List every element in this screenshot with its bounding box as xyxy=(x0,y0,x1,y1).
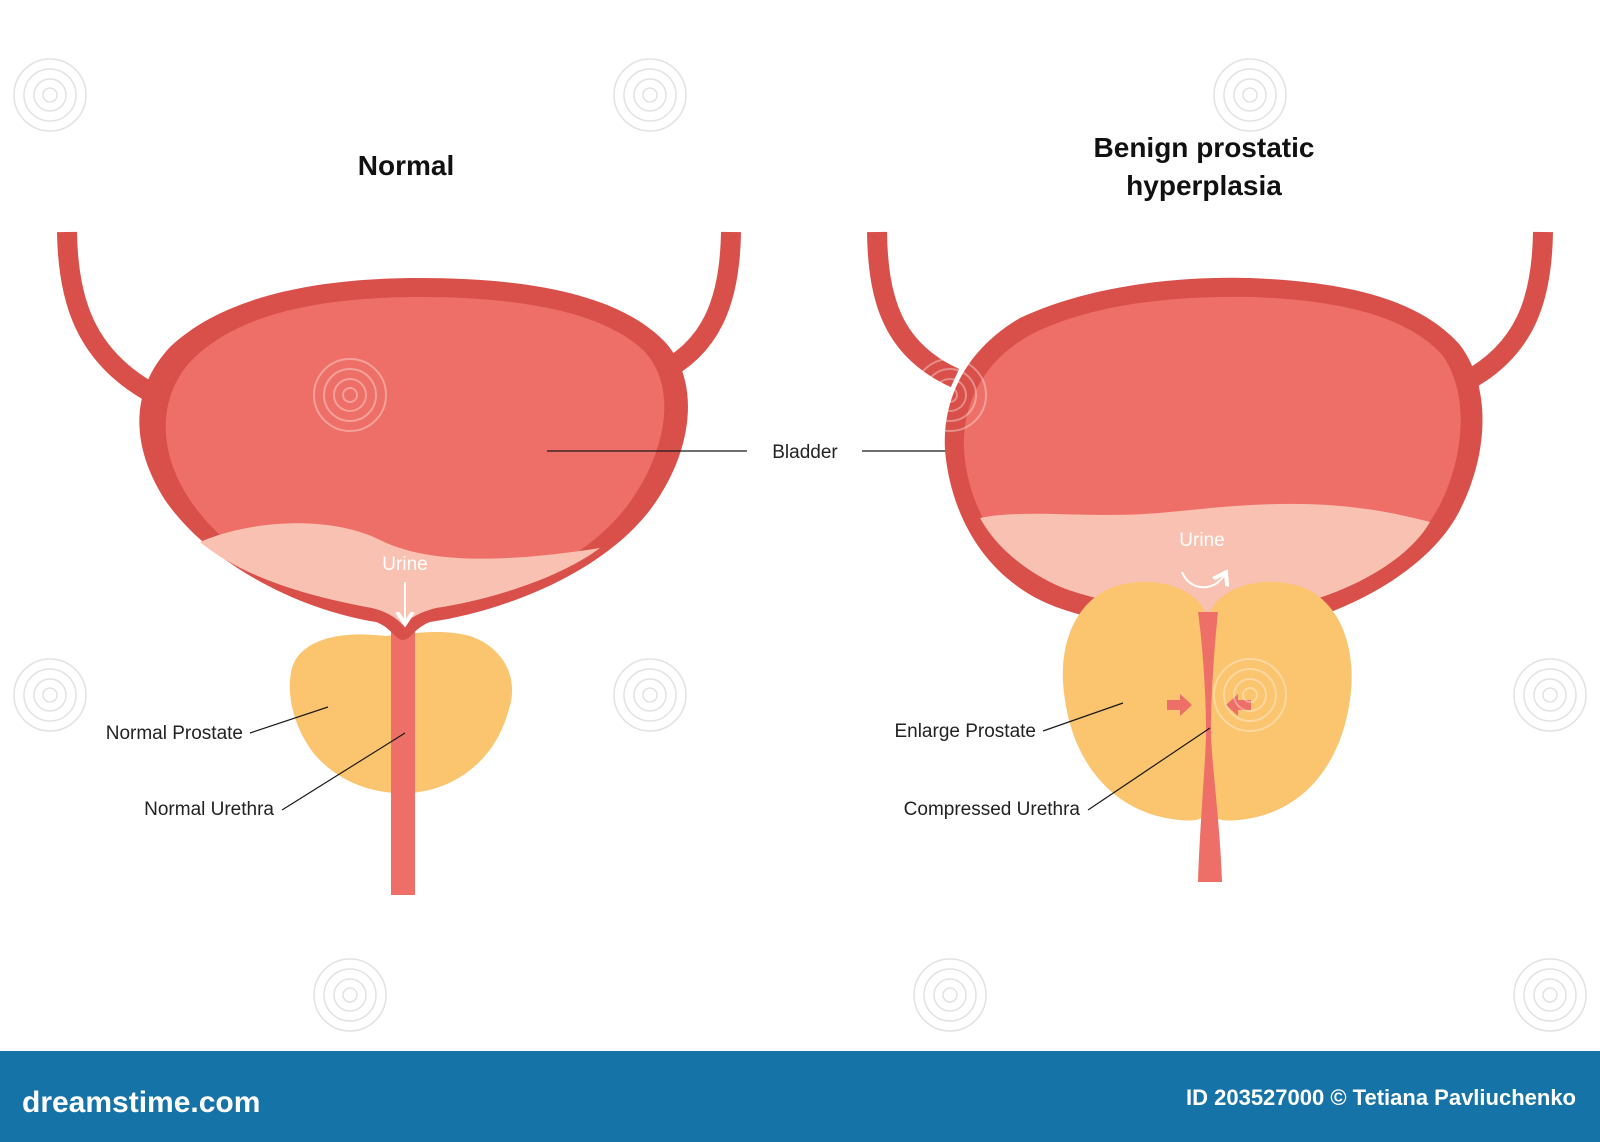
bph-compression-arrow-right xyxy=(1167,694,1192,716)
normal-urethra xyxy=(391,620,415,795)
bladder-label: Bladder xyxy=(772,442,838,463)
footer-background xyxy=(0,1051,1600,1142)
normal-panel: Normal Urine Normal Prostate Normal Uret… xyxy=(57,150,741,895)
watermark-spiral-icon xyxy=(913,358,987,432)
bph-urethra-label: Compressed Urethra xyxy=(904,799,1081,820)
bph-urethra-leader xyxy=(1087,727,1211,811)
watermark-spiral-icon xyxy=(13,58,87,132)
watermark-spiral-icon xyxy=(913,958,987,1032)
bph-title-line1: Benign prostatic xyxy=(1094,132,1315,163)
bph-prostate-leader xyxy=(1042,702,1124,732)
watermark-spiral-icon xyxy=(1213,658,1287,732)
normal-urine-label: Urine xyxy=(382,554,427,575)
bph-prostate-left-lobe xyxy=(1062,581,1208,821)
bph-title-line2: hyperplasia xyxy=(1126,170,1282,201)
watermark-spiral-icon xyxy=(613,658,687,732)
normal-prostate-label: Normal Prostate xyxy=(106,723,243,744)
watermark-spiral-icon xyxy=(313,358,387,432)
watermark-spiral-icon xyxy=(1513,958,1587,1032)
normal-urine xyxy=(200,523,600,625)
bph-left-ureter xyxy=(867,231,960,388)
normal-urethra-label: Normal Urethra xyxy=(144,799,274,820)
bph-urethra xyxy=(1198,612,1222,882)
watermark-spiral-icon xyxy=(13,658,87,732)
bph-right-ureter xyxy=(1460,231,1553,391)
bph-urine xyxy=(980,503,1430,612)
watermark-spiral-icon xyxy=(1513,658,1587,732)
watermark-spiral-icon xyxy=(313,958,387,1032)
watermark-spiral-icon xyxy=(613,58,687,132)
footer-bar: dreamstime.com ID 203527000 © Tetiana Pa… xyxy=(0,1051,1600,1142)
watermark-layer xyxy=(13,58,1587,1032)
normal-prostate-leader xyxy=(249,706,329,734)
watermark-overlay xyxy=(313,358,1287,732)
bph-urine-label: Urine xyxy=(1179,530,1224,551)
normal-title: Normal xyxy=(358,150,454,181)
footer-credit: ID 203527000 © Tetiana Pavliuchenko xyxy=(1186,1085,1576,1110)
watermark-spiral-icon xyxy=(1213,58,1287,132)
footer-brand: dreamstime.com xyxy=(22,1086,260,1119)
bph-compression-arrow-left xyxy=(1226,694,1251,716)
bph-panel: Benign prostatic hyperplasia Urine Enlar… xyxy=(867,132,1553,882)
normal-urethra-leader xyxy=(281,732,406,811)
normal-left-ureter xyxy=(57,231,156,401)
bph-urine-swirl-arrow xyxy=(1181,572,1225,589)
bph-prostate-right-lobe xyxy=(1208,581,1352,821)
bph-prostate-label: Enlarge Prostate xyxy=(894,721,1036,742)
